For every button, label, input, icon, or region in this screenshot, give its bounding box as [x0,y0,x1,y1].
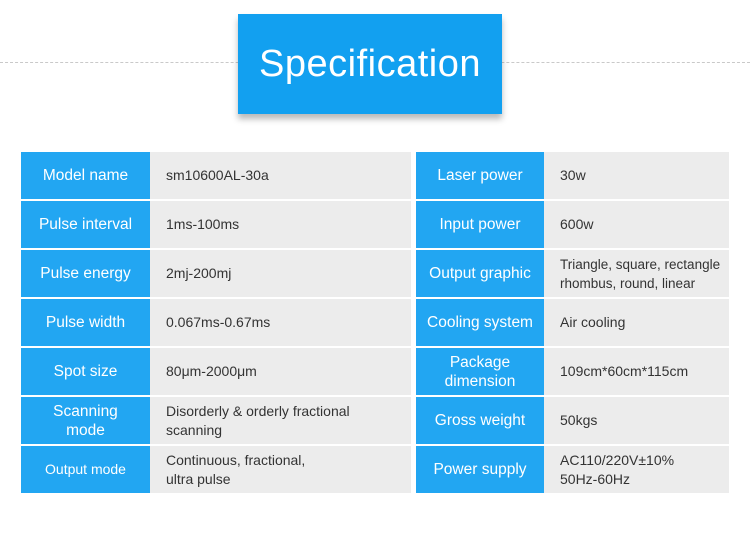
spec-value: 50kgs [544,397,729,444]
spec-value: 600w [544,201,729,248]
spec-label: Gross weight [416,397,544,444]
spec-table: Model name sm10600AL-30a Laser power 30w… [21,152,729,494]
spec-value: Continuous, fractional, ultra pulse [150,446,411,493]
spec-value: Triangle, square, rectangle rhombus, rou… [544,250,729,297]
spec-label: Input power [416,201,544,248]
spec-label: Cooling system [416,299,544,346]
spec-value: 109cm*60cm*115cm [544,348,729,395]
spec-value: Disorderly & orderly fractional scanning [150,397,411,444]
spec-label: Laser power [416,152,544,199]
table-row: Model name sm10600AL-30a Laser power 30w [21,152,729,199]
spec-value: 30w [544,152,729,199]
spec-value: 0.067ms-0.67ms [150,299,411,346]
spec-label: Pulse width [21,299,150,346]
spec-label: Package dimension [416,348,544,395]
spec-value: 80μm-2000μm [150,348,411,395]
spec-label: Pulse interval [21,201,150,248]
spec-value: AC110/220V±10% 50Hz-60Hz [544,446,729,493]
spec-label: Scanning mode [21,397,150,444]
spec-value: 1ms-100ms [150,201,411,248]
spec-label: Power supply [416,446,544,493]
spec-value: Air cooling [544,299,729,346]
table-row: Scanning mode Disorderly & orderly fract… [21,397,729,444]
table-row: Output mode Continuous, fractional, ultr… [21,446,729,493]
spec-label: Model name [21,152,150,199]
table-row: Pulse width 0.067ms-0.67ms Cooling syste… [21,299,729,346]
spec-value: sm10600AL-30a [150,152,411,199]
spec-label: Spot size [21,348,150,395]
spec-label: Output graphic [416,250,544,297]
table-row: Pulse energy 2mj-200mj Output graphic Tr… [21,250,729,297]
table-row: Pulse interval 1ms-100ms Input power 600… [21,201,729,248]
page-title: Specification [238,14,502,114]
spec-label: Pulse energy [21,250,150,297]
spec-value: 2mj-200mj [150,250,411,297]
table-row: Spot size 80μm-2000μm Package dimension … [21,348,729,395]
spec-label: Output mode [21,446,150,493]
